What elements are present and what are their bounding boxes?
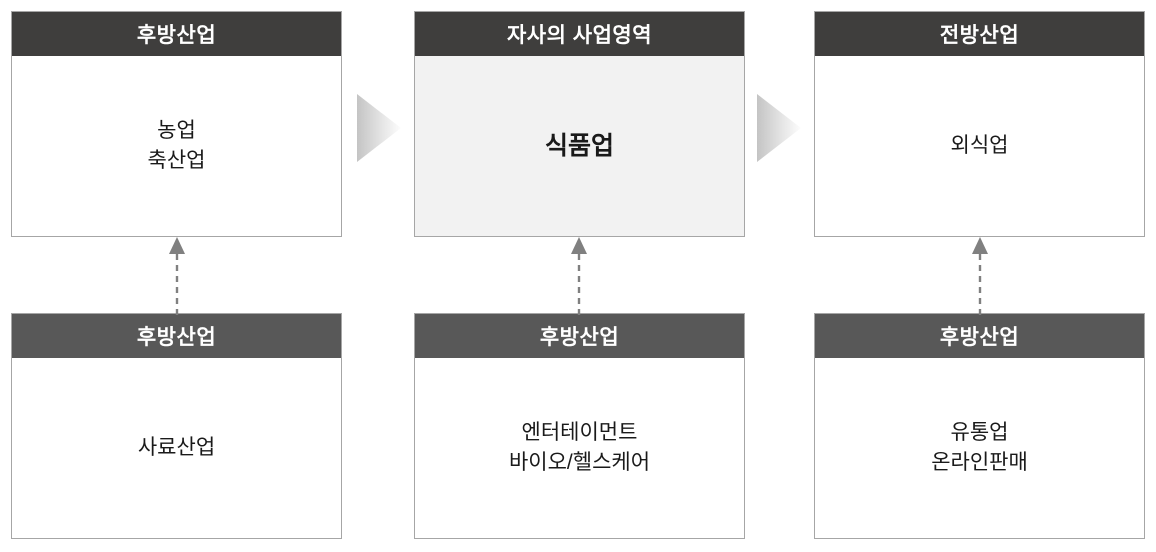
box-top-2-body: 식품업: [415, 56, 744, 236]
flow-arrow-right-icon-2: [757, 92, 803, 164]
box-top-1[interactable]: 후방산업 농업 축산업: [11, 11, 342, 237]
box-top-2[interactable]: 자사의 사업영역 식품업: [414, 11, 745, 237]
box-top-3-body: 외식업: [815, 56, 1144, 236]
box-bottom-1-header: 후방산업: [12, 314, 341, 358]
box-top-2-line-1: 식품업: [544, 131, 614, 160]
box-bottom-1[interactable]: 후방산업 사료산업: [11, 313, 342, 539]
box-bottom-2[interactable]: 후방산업 엔터테이먼트 바이오/헬스케어: [414, 313, 745, 539]
box-bottom-2-body: 엔터테이먼트 바이오/헬스케어: [415, 358, 744, 538]
box-top-1-line-2: 축산업: [147, 149, 206, 172]
box-bottom-2-header: 후방산업: [415, 314, 744, 358]
box-top-1-header: 후방산업: [12, 12, 341, 56]
dependency-connector-1: [166, 235, 188, 315]
box-top-3[interactable]: 전방산업 외식업: [814, 11, 1145, 237]
box-top-1-line-1: 농업: [157, 118, 196, 142]
box-bottom-3-body: 유통업 온라인판매: [815, 358, 1144, 538]
box-bottom-2-line-2: 바이오/헬스케어: [508, 451, 651, 474]
box-top-3-header: 전방산업: [815, 12, 1144, 56]
box-top-2-header: 자사의 사업영역: [415, 12, 744, 56]
dependency-connector-3: [969, 235, 991, 315]
box-top-1-body: 농업 축산업: [12, 56, 341, 236]
box-bottom-1-body: 사료산업: [12, 358, 341, 538]
box-bottom-3-line-1: 유통업: [950, 420, 1009, 444]
box-bottom-3-line-2: 온라인판매: [931, 451, 1028, 474]
box-bottom-2-line-1: 엔터테이먼트: [521, 420, 638, 444]
box-bottom-3[interactable]: 후방산업 유통업 온라인판매: [814, 313, 1145, 539]
dependency-connector-2: [568, 235, 590, 315]
box-bottom-1-line-1: 사료산업: [137, 435, 216, 459]
flow-arrow-right-icon-1: [357, 92, 403, 164]
box-top-3-line-1: 외식업: [950, 133, 1009, 157]
box-bottom-3-header: 후방산업: [815, 314, 1144, 358]
